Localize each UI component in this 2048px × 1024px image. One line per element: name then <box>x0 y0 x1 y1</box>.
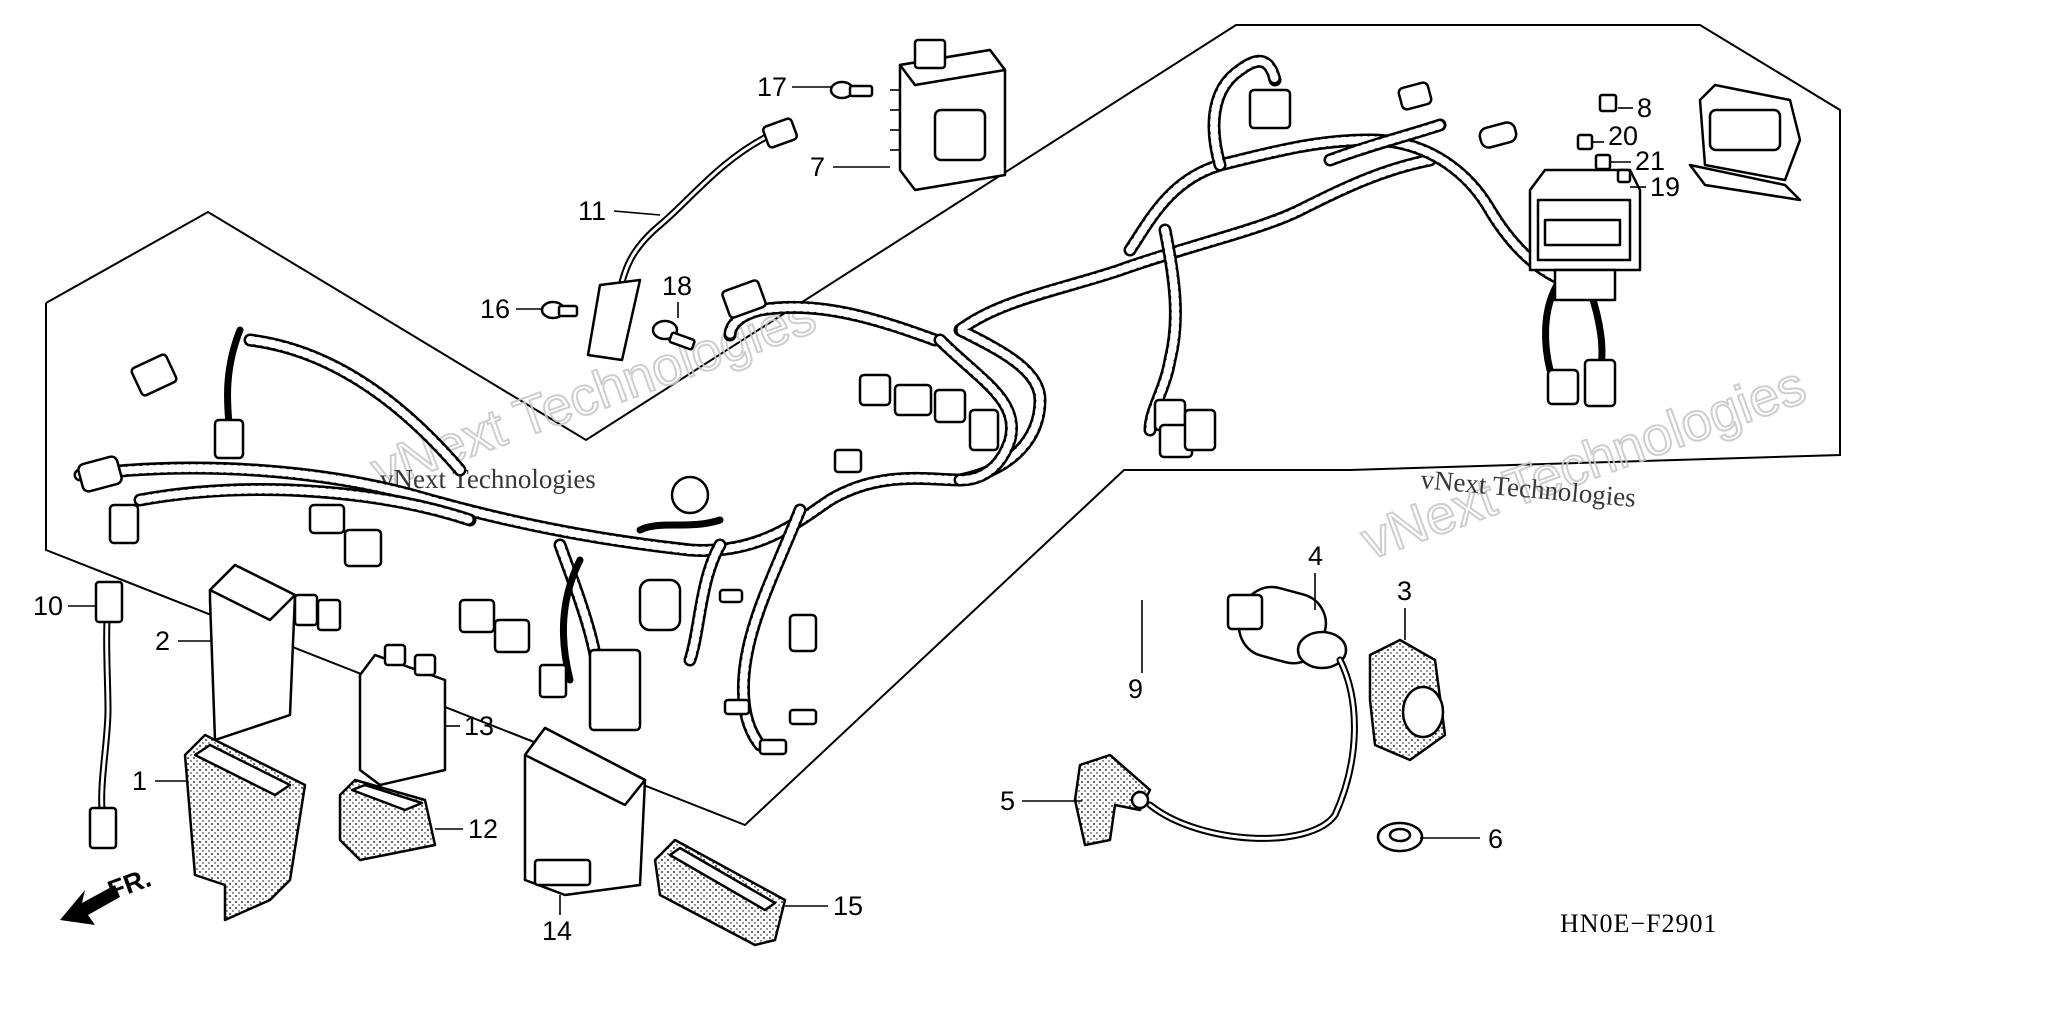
front-arrow-icon <box>60 885 120 925</box>
cdi-unit <box>208 563 342 742</box>
callout-11: 11 <box>578 196 606 226</box>
callout-5: 5 <box>1000 786 1015 816</box>
bolt-16 <box>540 300 579 320</box>
front-direction-indicator: FR. <box>60 863 155 925</box>
regulator-rectifier <box>890 38 1007 192</box>
callout-3: 3 <box>1397 576 1412 606</box>
callout-20: 20 <box>1608 121 1638 151</box>
fuse-box <box>1528 168 1642 302</box>
fuse-box-cover <box>1688 83 1802 202</box>
callout-16: 16 <box>480 294 510 324</box>
callout-15: 15 <box>833 891 863 921</box>
callout-14: 14 <box>542 916 572 946</box>
fuses <box>1576 93 1632 184</box>
wire-clamp <box>1376 821 1424 853</box>
callout-13: 13 <box>464 711 494 741</box>
cdi-cover <box>183 733 307 922</box>
main-wire-harness <box>73 54 1607 752</box>
sub-harness-11 <box>586 117 798 362</box>
spark-plug-cap <box>1073 753 1152 847</box>
callout-6: 6 <box>1488 824 1503 854</box>
callout-1: 1 <box>132 766 147 796</box>
callout-9: 9 <box>1128 674 1143 704</box>
harness-connectors <box>77 81 1617 756</box>
callout-10: 10 <box>33 591 63 621</box>
ignition-coil <box>1226 585 1348 670</box>
callouts: 1 2 3 4 5 6 7 8 9 10 11 12 13 14 15 16 1… <box>33 72 1680 946</box>
front-label: FR. <box>104 863 155 906</box>
callout-17: 17 <box>757 72 787 102</box>
callout-8: 8 <box>1637 93 1652 123</box>
bolt-18 <box>651 319 696 351</box>
bracket-ring <box>1368 638 1447 762</box>
callout-19: 19 <box>1650 172 1680 202</box>
callout-7: 7 <box>810 152 825 182</box>
sub-harness-10 <box>88 580 124 850</box>
svg-text:vNext Technologies: vNext Technologies <box>380 464 596 494</box>
callout-18: 18 <box>662 271 692 301</box>
callout-12: 12 <box>468 814 498 844</box>
watermark-right: vNext Technologies vNext Technologies <box>1353 354 1815 572</box>
figure-code: HN0E−F2901 <box>1560 909 1718 938</box>
control-unit-14 <box>523 726 647 897</box>
high-tension-cord <box>1146 656 1358 842</box>
bolt-17 <box>829 80 874 100</box>
relay-13 <box>358 643 447 787</box>
callout-2: 2 <box>155 626 170 656</box>
cover-15 <box>653 838 787 947</box>
relay-cover-12 <box>338 778 437 862</box>
callout-4: 4 <box>1308 541 1323 571</box>
callout-21: 21 <box>1635 146 1665 176</box>
